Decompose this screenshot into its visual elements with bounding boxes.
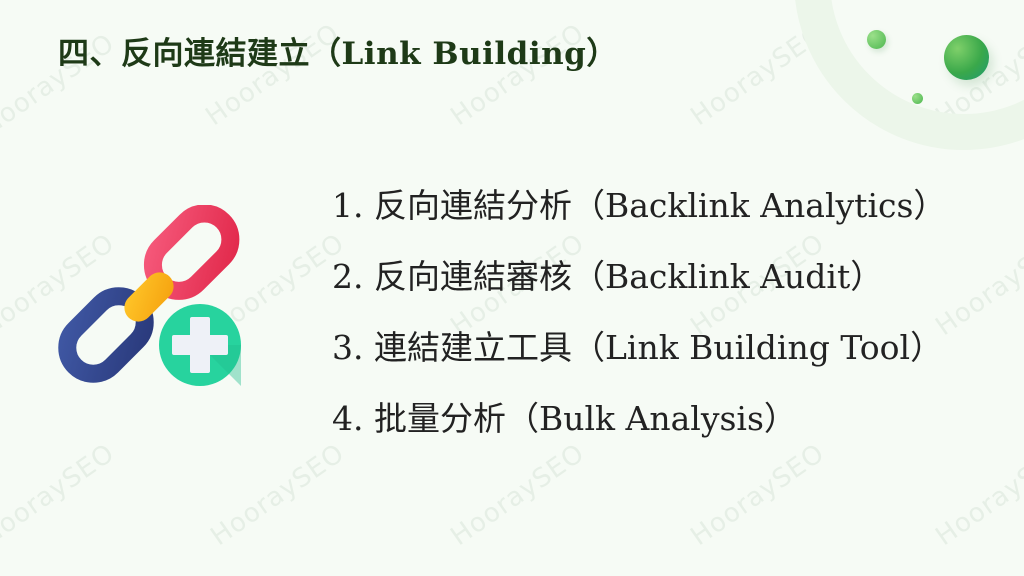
feature-list: 1. 反向連結分析（Backlink Analytics） 2. 反向連結審核（… xyxy=(332,170,946,454)
watermark: HooraySEO xyxy=(205,438,351,552)
slide-title: 四、反向連結建立（Link Building） xyxy=(58,36,618,72)
chain-link-plus-icon xyxy=(56,204,246,395)
decorative-arc xyxy=(794,0,1024,150)
decorative-ball xyxy=(867,30,886,49)
list-item: 4. 批量分析（Bulk Analysis） xyxy=(332,399,797,438)
list-item: 1. 反向連結分析（Backlink Analytics） xyxy=(332,186,947,225)
watermark: HooraySEO xyxy=(445,438,591,552)
decorative-ball xyxy=(944,35,989,80)
decorative-ball xyxy=(912,93,923,104)
watermark: HooraySEO xyxy=(685,438,831,552)
watermark: HooraySEO xyxy=(0,438,121,552)
list-item: 3. 連結建立工具（Link Building Tool） xyxy=(332,328,944,367)
list-item: 2. 反向連結審核（Backlink Audit） xyxy=(332,257,884,296)
watermark: HooraySEO xyxy=(930,438,1024,552)
